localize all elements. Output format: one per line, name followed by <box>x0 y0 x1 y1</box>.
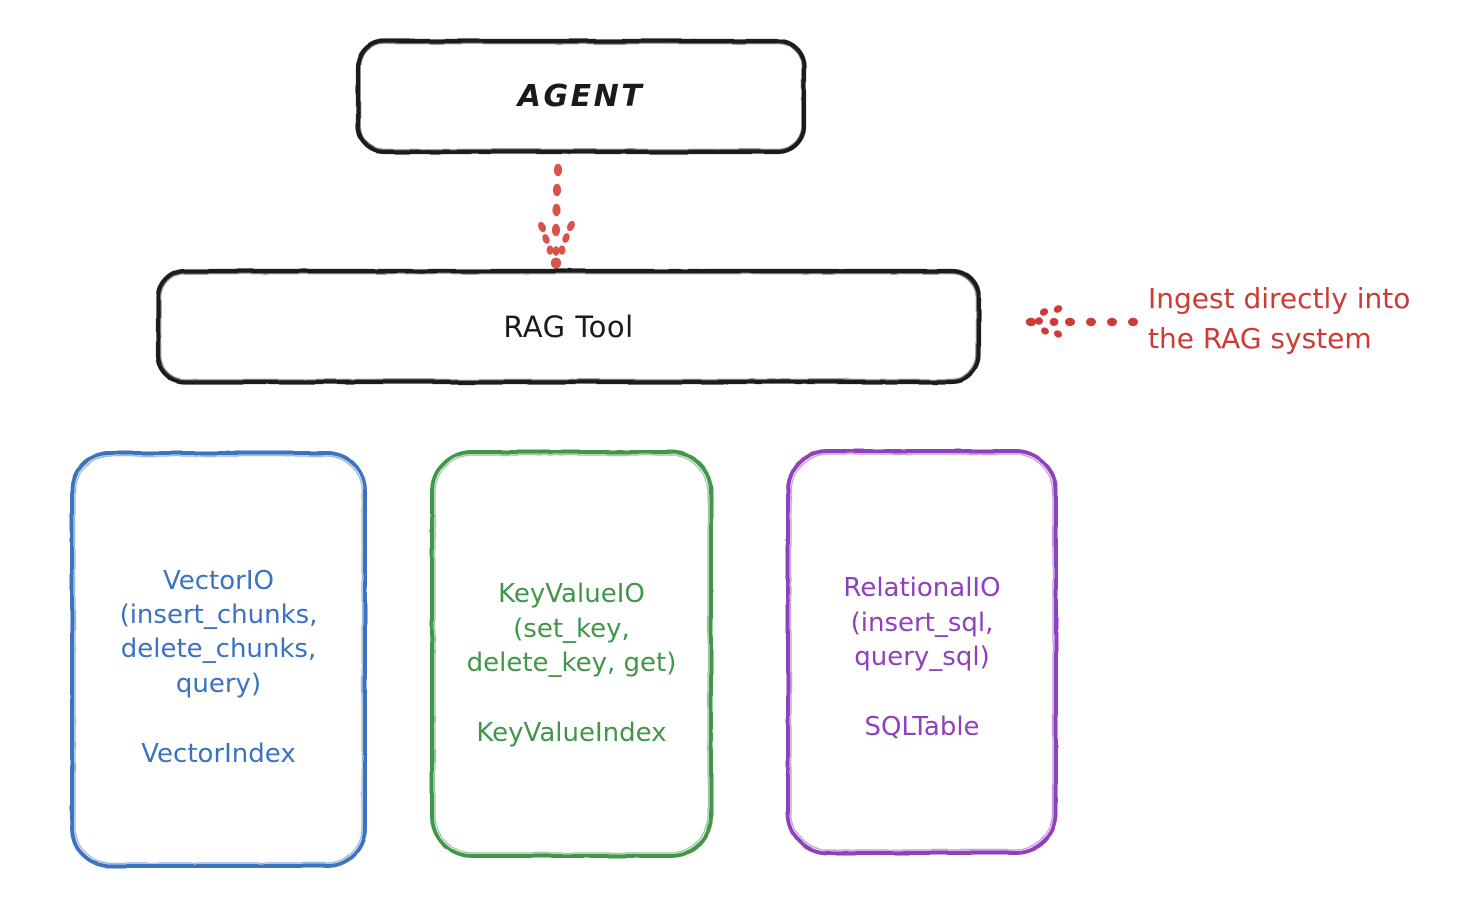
vector-io-title: VectorIO (insert_chunks, delete_chunks, … <box>119 565 318 699</box>
key-value-io-title: KeyValueIO (set_key, delete_key, get) <box>466 579 677 678</box>
node-relational-io[interactable]: RelationalIO (insert_sql, query_sql) SQL… <box>786 449 1058 855</box>
connector-agent-to-rag-tool <box>538 163 575 269</box>
connector-ingest-arrow <box>1025 305 1138 338</box>
relational-io-text-stack: RelationalIO (insert_sql, query_sql) SQL… <box>843 571 1000 744</box>
vector-io-subtitle: VectorIndex <box>141 738 296 769</box>
ingest-annotation-text: Ingest directly into the RAG system <box>1148 282 1411 355</box>
node-rag-tool[interactable]: RAG Tool <box>157 270 980 383</box>
rag-tool-label: RAG Tool <box>503 309 634 344</box>
node-key-value-io[interactable]: KeyValueIO (set_key, delete_key, get) Ke… <box>430 450 713 858</box>
node-agent[interactable]: AGENT <box>357 40 805 153</box>
agent-label: AGENT <box>517 79 645 114</box>
vector-io-text-stack: VectorIO (insert_chunks, delete_chunks, … <box>120 564 318 772</box>
key-value-io-text-stack: KeyValueIO (set_key, delete_key, get) Ke… <box>467 577 677 750</box>
relational-io-subtitle: SQLTable <box>864 712 980 743</box>
relational-io-title: RelationalIO (insert_sql, query_sql) <box>843 573 1001 672</box>
node-vector-io[interactable]: VectorIO (insert_chunks, delete_chunks, … <box>70 451 367 868</box>
key-value-io-subtitle: KeyValueIndex <box>476 718 667 749</box>
